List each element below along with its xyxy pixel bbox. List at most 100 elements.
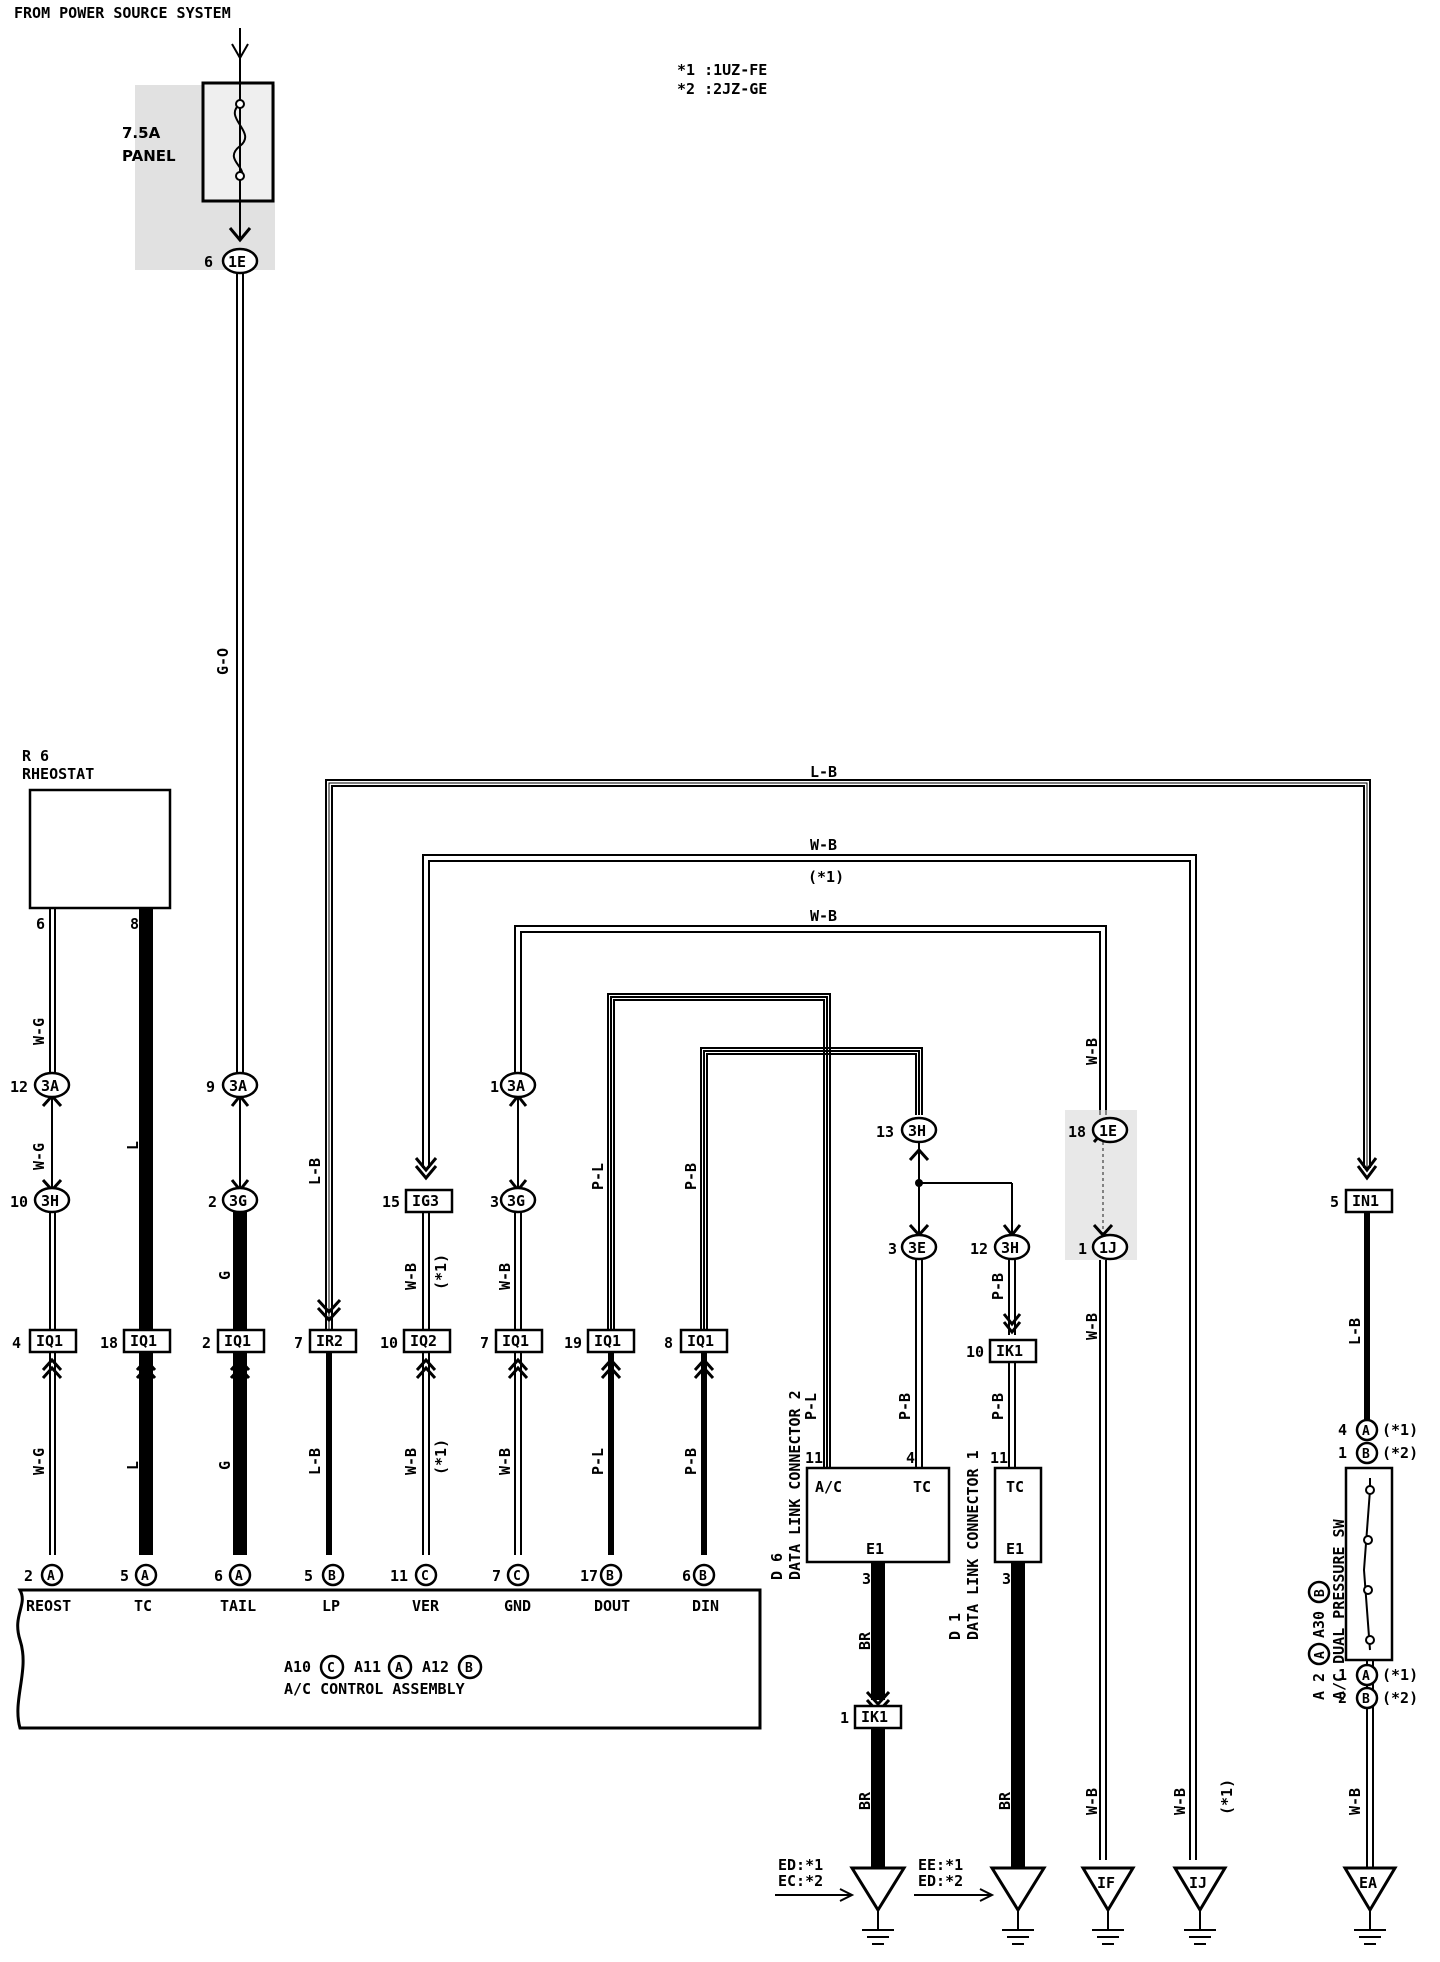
arrow-up-iq1-6b: [693, 1365, 715, 1380]
ic-pin-6: 19: [564, 1334, 582, 1352]
label-w-g-3: W-G: [30, 1448, 48, 1475]
ac-terminal-4-conn: [414, 1563, 438, 1587]
jc-4: [221, 1186, 259, 1214]
ac-terminal-1-name: TC: [134, 1597, 152, 1615]
jc-8: [900, 1233, 938, 1261]
arrow-down-ver-a: [414, 1165, 438, 1181]
ps-ref-alt: A30: [1310, 1611, 1328, 1638]
arrow-up-iq1-6a: [693, 1357, 715, 1372]
ps-top-pin-0-note: (*1): [1382, 1421, 1418, 1439]
arrow-up-iq1-2a: [135, 1357, 157, 1372]
label-l-b-3: L-B: [1346, 1318, 1364, 1345]
ps-top-pin-0-letter: A: [1362, 1424, 1370, 1439]
ps-top-pin-0-conn: [1355, 1418, 1379, 1442]
ground-if-label: IF: [1097, 1874, 1115, 1892]
jc-pin-3: 10: [10, 1193, 28, 1211]
dlc2-pin-e1: 3: [862, 1570, 871, 1588]
ps-bottom-pin-1-note: (*2): [1382, 1689, 1418, 1707]
dlc2-pin-tc: 4: [906, 1449, 915, 1467]
wire-p-b: [700, 1047, 1016, 1555]
ac-terminal-4-name: VER: [412, 1597, 440, 1615]
dlc1-pin-tc: 11: [990, 1449, 1008, 1467]
ground-ee-ed: EE:*1 ED:*2: [914, 1856, 1047, 1945]
ac-terminal-4-pin: 11: [390, 1567, 408, 1585]
ground-if-symbol: [1080, 1866, 1136, 1913]
dlc1-ref: D 1: [946, 1613, 964, 1640]
ic-id-2: IQ1: [224, 1332, 251, 1350]
ps-top-pin-1-conn: [1355, 1441, 1379, 1465]
ic-6: [586, 1328, 636, 1354]
ic-7: [679, 1328, 729, 1354]
ic-pin-4: 10: [380, 1334, 398, 1352]
jc-id-7: 3H: [908, 1122, 926, 1140]
ac-terminal-3-pin: 5: [304, 1567, 313, 1585]
jc-pin-14: 1: [840, 1709, 849, 1727]
fuse-terminal-top: [235, 99, 245, 109]
rheostat-ref: R 6: [22, 747, 49, 765]
ic-4: [402, 1328, 452, 1354]
ac-terminal-5-conn: [506, 1563, 530, 1587]
ac-terminal-7-letter: B: [699, 1569, 707, 1584]
arrow-up-iq1-2b: [135, 1365, 157, 1380]
label-p-b-2: P-B: [682, 1448, 700, 1475]
ac-control-name: A/C CONTROL ASSEMBLY: [284, 1680, 465, 1698]
ac-terminal-0-pin: 2: [24, 1567, 33, 1585]
rheostat-pin-right: 8: [130, 915, 139, 933]
ac-terminal-6-conn: [599, 1563, 623, 1587]
arrow-up-iq2-b: [415, 1365, 437, 1380]
ac-terminal-4-letter: C: [421, 1569, 429, 1584]
ac-terminal-2-conn: [228, 1563, 252, 1587]
ground-0-note-b: EC:*2: [778, 1872, 823, 1890]
ac-terminal-7-name: DIN: [692, 1597, 719, 1615]
label-w-b-ver-1: W-B: [402, 1263, 420, 1290]
arrow-up-iq1-1a: [41, 1357, 63, 1372]
jc-3: [33, 1186, 71, 1214]
jc-pin-1: 9: [206, 1078, 215, 1096]
ac-control-assembly: 2 A REOST 5 A TC 6 A TAIL 5 B LP 11 C VE…: [16, 1563, 762, 1730]
ic-5: [494, 1328, 544, 1354]
jc-14: [853, 1704, 903, 1730]
splice-point: [915, 1179, 923, 1187]
jc-pin-8: 3: [888, 1240, 897, 1258]
ps-bottom-pin-0-num: 1: [1338, 1666, 1347, 1684]
ground-1-note-a: EE:*1: [918, 1856, 963, 1874]
label-note1-ver-2: (*1): [432, 1439, 450, 1475]
ps-contact-4: [1365, 1635, 1375, 1645]
arrow-down-lp-b: [316, 1298, 342, 1315]
jc-id-11: 1J: [1099, 1239, 1117, 1257]
ps-bottom-pin-0-conn: [1355, 1663, 1379, 1687]
label-w-b-if-3: W-B: [1083, 1788, 1101, 1815]
label-l-b-top: L-B: [810, 763, 837, 781]
label-l-b-1: L-B: [306, 1158, 324, 1185]
ac-terminal-4: 11 C VER: [390, 1563, 440, 1615]
ac-terminal-7: 6 B DIN: [682, 1563, 719, 1615]
dlc1-t-tc: TC: [1006, 1478, 1024, 1496]
ac-conn-letter-1: A: [395, 1661, 403, 1676]
ic-pin-3: 7: [294, 1334, 303, 1352]
dlc1-name: DATA LINK CONNECTOR 1: [964, 1450, 982, 1640]
ac-terminal-1-letter: A: [141, 1569, 149, 1584]
ground-0-symbol: [849, 1866, 907, 1913]
arrow-up-iq1-4a: [507, 1357, 529, 1372]
ps-top-pin-1-note: (*2): [1382, 1444, 1418, 1462]
ac-terminal-2-letter: A: [235, 1569, 243, 1584]
ps-top-pin-0: 4 A (*1): [1338, 1418, 1418, 1442]
arrow-up-iq1-3a: [229, 1357, 251, 1372]
jc-pin-13: 10: [966, 1343, 984, 1361]
ps-ref-conn-a: [1307, 1642, 1331, 1666]
dlc2-ref: D 6: [768, 1553, 786, 1580]
connector-1e: [221, 247, 259, 275]
ac-terminal-5: 7 C GND: [492, 1563, 531, 1615]
wire-w-g: [49, 905, 56, 1555]
label-br-1: BR: [856, 1631, 874, 1650]
ic-1: [122, 1328, 172, 1354]
label-w-g-1: W-G: [30, 1018, 48, 1045]
wire-w-b-ver: [422, 854, 1197, 1860]
label-p-b-3: P-B: [896, 1393, 914, 1420]
wire-labels: G-O L-B W-B (*1) W-B W-G W-G W-G L L G G…: [30, 648, 1364, 1815]
jc-pin-9: 12: [970, 1240, 988, 1258]
ps-switch-element: [1362, 1478, 1371, 1651]
ac-conn-circle-1: [387, 1654, 413, 1680]
ps-name: A/C DUAL PRESSURE SW: [1330, 1518, 1348, 1700]
jc-id-2: 3A: [507, 1077, 525, 1095]
